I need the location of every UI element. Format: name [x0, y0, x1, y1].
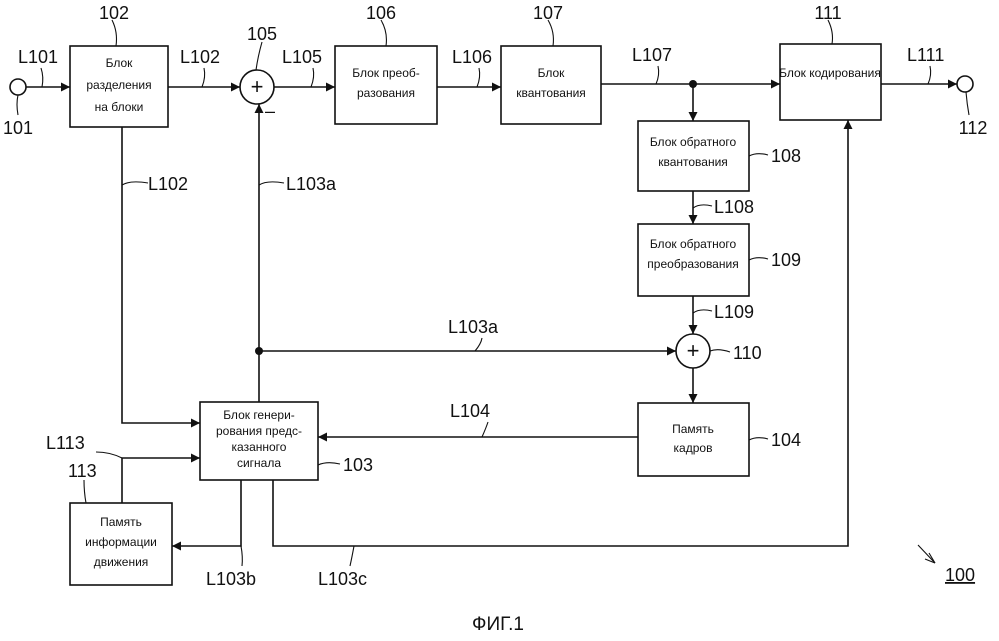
block-103-line: сигнала: [237, 456, 281, 470]
block-103-line: казанного: [232, 440, 287, 454]
wire-L102-to-predictor: [122, 127, 200, 423]
input-terminal: [10, 79, 26, 95]
block-102-line: на блоки: [95, 100, 144, 114]
svg-text:разделения: разделения: [86, 78, 151, 92]
block-109-line: преобразования: [647, 257, 738, 271]
ref-101: 101: [3, 118, 33, 138]
adder-110: +: [676, 334, 710, 368]
block-106: Блок преоб- разования: [335, 46, 437, 124]
signal-L113: L113: [46, 433, 85, 453]
block-111-line: Блок кодирования: [779, 66, 881, 80]
block-113-line: Память: [100, 515, 142, 529]
signal-L103c: L103c: [318, 569, 367, 589]
block-102-line: разделения: [86, 78, 151, 92]
block-113-line: информации: [85, 535, 157, 549]
svg-text:на блоки: на блоки: [95, 100, 144, 114]
signal-L102-top: L102: [180, 47, 220, 67]
wire-L103b: [172, 480, 241, 546]
connections: [10, 76, 973, 546]
block-113: Память информации движения: [70, 503, 172, 585]
adder-105: + –: [240, 70, 275, 121]
block-103: Блок генери- рования предс- казанного си…: [200, 402, 318, 480]
ref-107: 107: [533, 3, 563, 23]
block-104-line: Память: [672, 422, 714, 436]
signal-L104: L104: [450, 401, 490, 421]
signal-L103a-right: L103a: [448, 317, 499, 337]
signal-L109: L109: [714, 302, 754, 322]
block-113-line: движения: [94, 555, 149, 569]
signal-L107: L107: [632, 45, 672, 65]
ref-105: 105: [247, 24, 277, 44]
block-103-line: Блок генери-: [223, 408, 295, 422]
ref-108: 108: [771, 146, 801, 166]
ref-112: 112: [959, 118, 988, 138]
block-102-line: Блок: [106, 56, 134, 70]
ref-102: 102: [99, 3, 129, 23]
block-104: Память кадров: [638, 403, 749, 476]
block-108: Блок обратного квантования: [638, 121, 749, 191]
block-102: Блок разделения на блоки: [70, 46, 168, 127]
output-terminal: [957, 76, 973, 92]
block-109: Блок обратного преобразования: [638, 224, 749, 296]
ref-106: 106: [366, 3, 396, 23]
ref-109: 109: [771, 250, 801, 270]
signal-L103b: L103b: [206, 569, 256, 589]
signal-L105: L105: [282, 47, 322, 67]
junction-dot: [689, 80, 697, 88]
signal-L102-down: L102: [148, 174, 188, 194]
block-107-line: Блок: [538, 66, 566, 80]
ref-103: 103: [343, 455, 373, 475]
wire-L103c: [273, 120, 848, 546]
ref-100: 100: [945, 565, 975, 585]
block-111: Блок кодирования: [779, 44, 881, 120]
ref-110: 110: [733, 343, 762, 363]
block-108-line: квантования: [658, 155, 728, 169]
adder-110-symbol: +: [687, 338, 700, 363]
block-104-line: кадров: [674, 441, 713, 455]
block-109-line: Блок обратного: [650, 237, 737, 251]
wire-L113: [122, 458, 200, 503]
adder-105-minus: –: [265, 101, 275, 121]
ref-104: 104: [771, 430, 801, 450]
block-106-line: Блок преоб-: [352, 66, 420, 80]
junction-dot: [255, 347, 263, 355]
ref-113: 113: [68, 461, 97, 481]
block-107-line: квантования: [516, 86, 586, 100]
block-108-line: Блок обратного: [650, 135, 737, 149]
block-103-line: рования предс-: [216, 424, 302, 438]
signal-L103a-up: L103a: [286, 174, 337, 194]
svg-text:Блок: Блок: [106, 56, 134, 70]
block-106-line: разования: [357, 86, 415, 100]
signal-L111: L111: [907, 45, 944, 65]
block-107: Блок квантования: [501, 46, 601, 124]
ref-111: 111: [814, 3, 841, 23]
signal-L106: L106: [452, 47, 492, 67]
adder-105-symbol: +: [251, 74, 264, 99]
figure-caption: ФИГ.1: [472, 614, 524, 635]
signal-L108: L108: [714, 197, 754, 217]
signal-L101: L101: [18, 47, 58, 67]
